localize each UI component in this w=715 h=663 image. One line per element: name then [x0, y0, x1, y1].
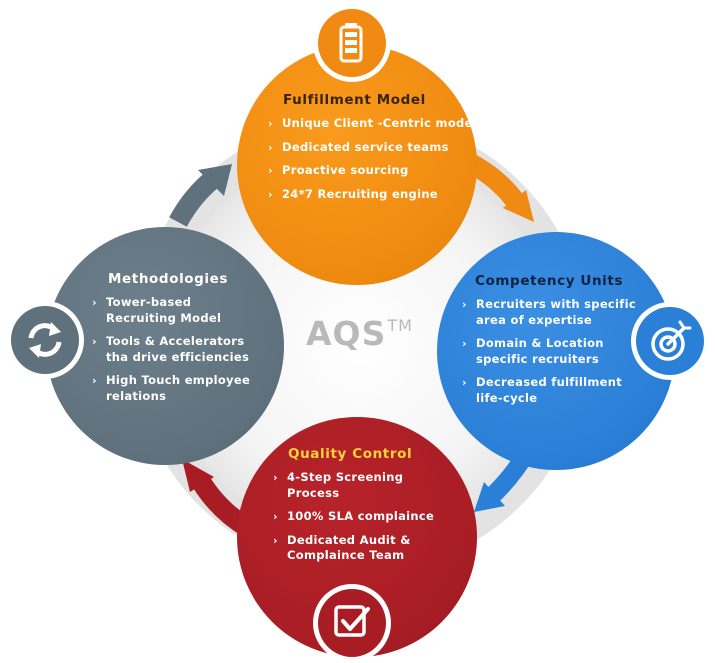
competency-block: Competency Units › Recruiters with specif… — [462, 273, 672, 414]
list-item: › 24*7 Recruiting engine — [268, 187, 478, 203]
trademark: TM — [387, 316, 413, 335]
list-item: › Unique Client -Centric model — [268, 116, 478, 132]
center-brand: AQSTM — [306, 314, 413, 353]
list-item: › 4-Step Screening Process — [273, 470, 448, 501]
list-item: › Tower-based Recruiting Model — [92, 295, 264, 326]
chevron-right-icon: › — [268, 140, 273, 154]
quality-badge — [313, 584, 391, 662]
competency-badge — [631, 302, 709, 380]
badge-inner — [636, 307, 704, 375]
methodologies-title: Methodologies — [108, 271, 229, 287]
fulfillment-block: Fulfillment Model › Unique Client -Centri… — [268, 92, 478, 210]
chevron-right-icon: › — [92, 335, 97, 348]
methodologies-block: Methodologies › Tower-based Recruiting Mo… — [92, 271, 292, 412]
methodologies-list: › Tower-based Recruiting Model › Tools & A… — [92, 295, 264, 404]
fulfillment-list: › Unique Client -Centric model › Dedicated… — [268, 116, 478, 202]
list-item: › 100% SLA complaince — [273, 509, 448, 525]
checkbox-icon — [334, 605, 370, 637]
list-item: › Dedicated service teams — [268, 140, 478, 156]
arrow-top-right-head — [503, 190, 534, 222]
list-item: › Domain & Location specific recruiters — [462, 336, 642, 367]
arrow-bottom-left-head — [182, 459, 214, 492]
arrow-left-top-head — [198, 164, 232, 196]
quality-title: Quality Control — [288, 446, 413, 462]
list-item: › Recruiters with specific area of expert… — [462, 297, 642, 328]
methodologies-circle — [46, 227, 284, 465]
competency-list: › Recruiters with specific area of expert… — [462, 297, 642, 406]
methodologies-badge — [6, 301, 84, 379]
chevron-right-icon: › — [462, 376, 467, 389]
item-text: Dedicated Audit & Complaince Team — [287, 532, 411, 563]
chevron-right-icon: › — [92, 296, 97, 309]
item-text: High Touch employee relations — [106, 373, 251, 403]
fulfillment-badge — [313, 4, 391, 82]
item-text: 4-Step Screening Process — [287, 470, 404, 500]
chevron-right-icon: › — [268, 164, 273, 177]
chevron-right-icon: › — [462, 298, 467, 311]
list-item: › Decreased fulfillment life-cycle — [462, 375, 642, 406]
chevron-right-icon: › — [92, 374, 97, 387]
badge-inner — [11, 306, 79, 374]
brand-text: AQS — [306, 314, 387, 353]
item-text: Tools & Accelerators tha drive efficienc… — [106, 334, 250, 364]
item-text: Unique Client -Centric model — [282, 116, 477, 130]
chevron-right-icon: › — [273, 533, 278, 547]
arrow-right-bottom-head — [474, 482, 505, 512]
item-text: Domain & Location specific recruiters — [476, 336, 604, 366]
target-icon — [651, 320, 692, 361]
list-item: › Tools & Accelerators tha drive efficien… — [92, 334, 264, 365]
chevron-right-icon: › — [268, 117, 273, 130]
chevron-right-icon: › — [273, 510, 278, 523]
chevron-right-icon: › — [268, 187, 273, 201]
inner-ring — [164, 148, 556, 540]
item-text: Decreased fulfillment life-cycle — [476, 375, 623, 405]
badge-inner — [318, 589, 386, 657]
item-text: 24*7 Recruiting engine — [282, 186, 438, 201]
chevron-right-icon: › — [273, 471, 278, 484]
item-text: 100% SLA complaince — [287, 509, 435, 523]
refresh-icon — [28, 322, 62, 358]
chevron-right-icon: › — [462, 337, 467, 350]
list-item: › High Touch employee relations — [92, 373, 264, 404]
quality-block: Quality Control › 4-Step Screening Proces… — [273, 446, 473, 572]
battery-icon — [339, 23, 363, 63]
fulfillment-title: Fulfillment Model — [283, 92, 426, 108]
item-text: Dedicated service teams — [282, 139, 449, 154]
list-item: › Proactive sourcing — [268, 163, 478, 179]
item-text: Recruiters with specific area of experti… — [476, 297, 636, 327]
competency-title: Competency Units — [475, 273, 624, 289]
fulfillment-circle — [237, 45, 477, 285]
badge-inner — [318, 9, 386, 77]
item-text: Proactive sourcing — [282, 163, 409, 177]
list-item: › Dedicated Audit & Complaince Team — [273, 533, 448, 564]
item-text: Tower-based Recruiting Model — [106, 295, 222, 325]
quality-list: › 4-Step Screening Process › 100% SLA comp… — [273, 470, 448, 564]
